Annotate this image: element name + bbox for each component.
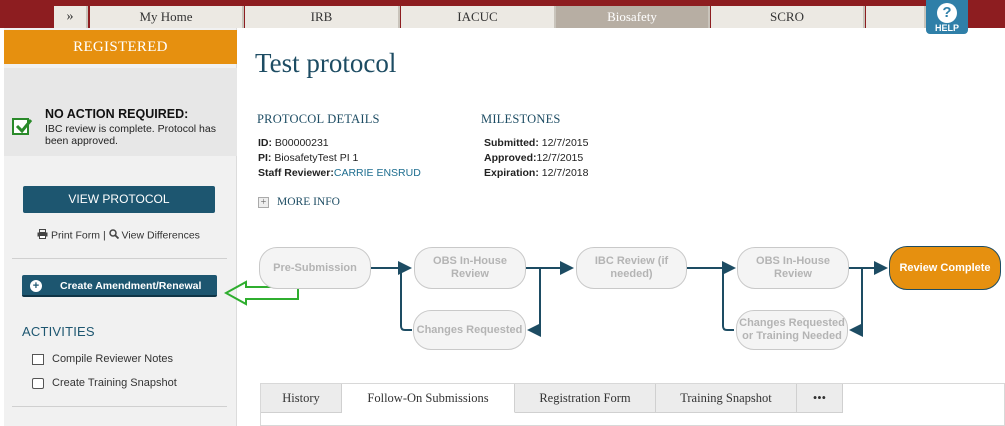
activities-heading: ACTIVITIES — [22, 324, 95, 339]
milestone-expiration-label: Expiration: — [484, 167, 539, 179]
milestone-approved-value: 12/7/2015 — [536, 152, 584, 164]
top-nav: » My Home IRB IACUC Biosafety SCRO — [0, 6, 1005, 28]
view-protocol-button[interactable]: VIEW PROTOCOL — [23, 186, 215, 213]
workflow-step-obs-review-1: OBS In-House Review — [414, 247, 526, 289]
protocol-pi: PI: BiosafetyTest PI 1 — [258, 152, 358, 164]
protocol-pi-label: PI: — [258, 152, 272, 164]
question-icon: ? — [937, 3, 957, 23]
workflow-step-review-complete: Review Complete — [889, 246, 1001, 290]
status-banner: REGISTERED — [4, 30, 237, 64]
tab-history[interactable]: History — [261, 384, 342, 413]
plus-icon: + — [258, 196, 269, 208]
activity-label: Create Training Snapshot — [52, 377, 177, 390]
workflow-step-changes-or-training: Changes Requested or Training Needed — [736, 310, 848, 350]
printer-icon — [37, 229, 51, 242]
tab-training-snapshot[interactable]: Training Snapshot — [656, 384, 797, 413]
more-info-toggle[interactable]: + MORE INFO — [258, 196, 340, 208]
protocol-pi-value: BiosafetyTest PI 1 — [274, 152, 359, 164]
print-form-link[interactable]: Print Form — [51, 229, 101, 242]
magnifier-icon — [108, 229, 122, 242]
more-info-label: MORE INFO — [277, 196, 340, 208]
tab-more[interactable]: ••• — [797, 384, 843, 413]
milestone-approved: Approved:12/7/2015 — [484, 152, 583, 164]
tab-registration-form[interactable]: Registration Form — [515, 384, 656, 413]
workflow-step-ibc-review: IBC Review (if needed) — [576, 247, 687, 289]
top-band — [0, 0, 1005, 6]
help-label: HELP — [934, 23, 959, 33]
nav-tab-my-home[interactable]: My Home — [90, 6, 244, 28]
workflow-step-changes-requested: Changes Requested — [413, 310, 526, 350]
milestone-expiration: Expiration: 12/7/2018 — [484, 167, 588, 179]
checkbox-checked-icon — [12, 118, 33, 135]
protocol-reviewer: Staff Reviewer:CARRIE ENSRUD — [258, 167, 421, 179]
camera-icon — [32, 377, 44, 389]
activity-create-training-snapshot[interactable]: Create Training Snapshot — [32, 377, 177, 389]
milestone-approved-label: Approved: — [484, 152, 537, 164]
activity-compile-reviewer-notes[interactable]: Compile Reviewer Notes — [32, 353, 173, 365]
plus-circle-icon: + — [30, 280, 42, 292]
milestone-submitted-label: Submitted: — [484, 137, 539, 149]
nav-expand-chevron-icon[interactable]: » — [54, 6, 88, 28]
nav-tab-scro[interactable]: SCRO — [711, 6, 865, 28]
status-text: IBC review is complete. Protocol has bee… — [45, 123, 216, 147]
sidebar-divider — [12, 258, 227, 259]
tab-follow-on-submissions[interactable]: Follow-On Submissions — [342, 384, 515, 413]
nav-tab-biosafety[interactable]: Biosafety — [556, 6, 710, 28]
milestone-submitted: Submitted: 12/7/2015 — [484, 137, 588, 149]
protocol-reviewer-label: Staff Reviewer: — [258, 167, 334, 179]
protocol-reviewer-link[interactable]: CARRIE ENSRUD — [333, 167, 421, 179]
create-amendment-label: Create Amendment/Renewal — [60, 280, 202, 292]
nav-tab-irb[interactable]: IRB — [245, 6, 400, 28]
page-title: Test protocol — [255, 48, 397, 78]
milestone-expiration-value: 12/7/2018 — [541, 167, 589, 179]
nav-tab-iacuc[interactable]: IACUC — [401, 6, 556, 28]
nav-tab-empty — [866, 6, 926, 28]
milestone-submitted-value: 12/7/2015 — [541, 137, 589, 149]
sidebar-divider — [12, 406, 227, 407]
help-button[interactable]: ? HELP — [926, 0, 968, 34]
create-amendment-button[interactable]: + Create Amendment/Renewal — [22, 275, 217, 297]
activity-label: Compile Reviewer Notes — [52, 353, 174, 366]
protocol-details-heading: PROTOCOL DETAILS — [257, 112, 380, 126]
view-differences-link[interactable]: View Differences — [121, 229, 200, 242]
status-title: NO ACTION REQUIRED: — [45, 107, 189, 121]
submission-tabs: History Follow-On Submissions Registrati… — [260, 383, 1005, 426]
separator: | — [102, 229, 106, 242]
document-icon — [32, 353, 44, 365]
green-arrow-annotation — [223, 280, 302, 311]
protocol-id-value: B00000231 — [274, 137, 329, 149]
workflow-step-obs-review-2: OBS In-House Review — [737, 247, 849, 289]
print-row: Print Form | View Differences — [0, 229, 237, 242]
protocol-id: ID: B00000231 — [258, 137, 329, 149]
milestones-heading: MILESTONES — [481, 112, 561, 126]
protocol-id-label: ID: — [258, 137, 272, 149]
status-box: NO ACTION REQUIRED: IBC review is comple… — [4, 68, 237, 156]
sidebar-edge — [0, 28, 4, 426]
workflow-step-pre-submission: Pre-Submission — [259, 247, 371, 289]
